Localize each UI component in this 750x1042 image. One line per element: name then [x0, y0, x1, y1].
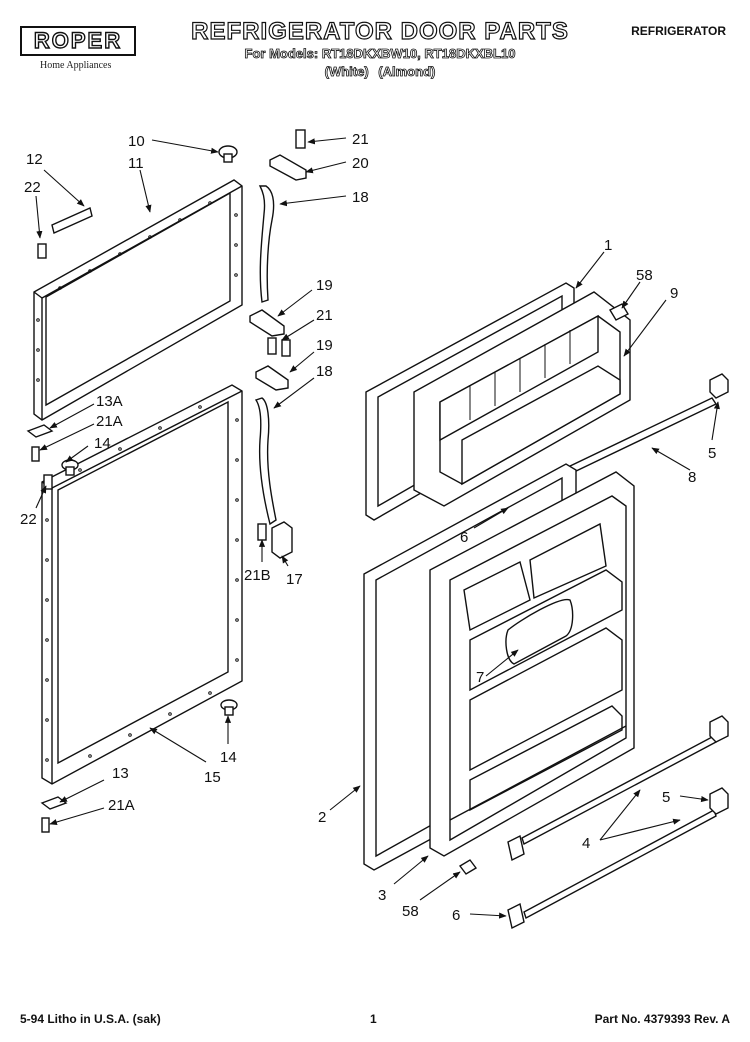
- page-title: REFRIGERATOR DOOR PARTS: [191, 17, 569, 45]
- callout-21A-lower: 21A: [108, 797, 135, 814]
- callout-19-lower: 19: [316, 337, 333, 354]
- callout-21-top: 21: [352, 131, 369, 148]
- nameplate-strip: [51, 207, 93, 234]
- callout-6-upper: 6: [460, 529, 468, 546]
- callout-18-upper: 18: [352, 189, 369, 206]
- callout-13A: 13A: [96, 393, 123, 410]
- callout-6-lower: 6: [452, 907, 460, 924]
- center-hinge-19-upper: [249, 309, 285, 337]
- callout-20: 20: [352, 155, 369, 172]
- callout-12: 12: [26, 151, 43, 168]
- callout-17: 17: [286, 571, 303, 588]
- roper-logo: ROPER: [20, 26, 136, 56]
- callout-15: 15: [204, 769, 221, 786]
- screw-21-center-b: [281, 339, 291, 357]
- callout-5-lower: 5: [662, 789, 670, 806]
- hinge-shim-13: [40, 796, 68, 810]
- shelf-bar-4-lower: [523, 808, 717, 920]
- center-hinge-19-lower: [255, 365, 289, 391]
- callout-18-lower: 18: [316, 363, 333, 380]
- callout-13: 13: [112, 765, 129, 782]
- inner-door-screw-58: [458, 859, 478, 875]
- callout-22-upper: 22: [24, 179, 41, 196]
- bar-end-cap-5-upper: [709, 373, 729, 399]
- callout-14-lower: 14: [220, 749, 237, 766]
- screw-21A-upper: [31, 446, 40, 462]
- color-options: (White) (Almond): [324, 64, 436, 80]
- callout-10: 10: [128, 133, 145, 150]
- callout-7: 7: [476, 669, 484, 686]
- callout-22-lower: 22: [20, 511, 37, 528]
- callout-21A-upper: 21A: [96, 413, 123, 430]
- fresh-food-inner-door-liner: [429, 471, 635, 857]
- brand-name: ROPER: [33, 27, 123, 53]
- bar-end-cap-upper-right: [709, 715, 729, 743]
- bar-end-cap-5-lower: [709, 787, 729, 815]
- door-stop-cap: [218, 145, 238, 163]
- screw-21A-lower: [41, 817, 50, 833]
- callout-58-upper: 58: [636, 267, 653, 284]
- door-stop-14-lower: [220, 699, 238, 716]
- screw-21-center-a: [267, 337, 277, 355]
- freezer-gasket-frame: [33, 179, 243, 421]
- callout-14-upper: 14: [94, 435, 111, 452]
- callout-5-upper: 5: [708, 445, 716, 462]
- fresh-food-gasket-frame: [41, 384, 243, 785]
- plug-lower: [43, 474, 53, 490]
- callout-19-upper: 19: [316, 277, 333, 294]
- bar-clip-6-middle: [507, 834, 525, 862]
- hinge-shim-13A: [26, 424, 54, 438]
- brand-subtitle: Home Appliances: [40, 60, 112, 71]
- callout-11: 11: [128, 155, 144, 172]
- hinge-seal-18-lower: [254, 397, 277, 526]
- callout-3: 3: [378, 887, 386, 904]
- screw-21B: [257, 523, 267, 541]
- page-number: 1: [370, 1012, 377, 1026]
- freezer-inner-door-liner: [413, 291, 631, 507]
- plug-upper: [37, 243, 47, 259]
- callout-2: 2: [318, 809, 326, 826]
- part-number: Part No. 4379393 Rev. A: [594, 1012, 730, 1026]
- callout-21B: 21B: [244, 567, 271, 584]
- bar-clip-6-lower: [507, 902, 525, 930]
- bottom-hinge-17: [271, 521, 293, 559]
- appliance-category: REFRIGERATOR: [631, 24, 726, 38]
- callout-8: 8: [688, 469, 696, 486]
- callout-1: 1: [604, 237, 612, 254]
- callout-21-center: 21: [316, 307, 333, 324]
- top-hinge-20: [269, 154, 307, 181]
- hinge-seal-18-upper: [258, 185, 275, 303]
- model-numbers: For Models: RT18DKXBW10, RT18DKXBL10: [244, 46, 516, 62]
- callout-58-lower: 58: [402, 903, 419, 920]
- litho-info: 5-94 Litho in U.S.A. (sak): [20, 1012, 161, 1026]
- screw-21-top: [295, 129, 306, 149]
- callout-9: 9: [670, 285, 678, 302]
- callout-4: 4: [582, 835, 590, 852]
